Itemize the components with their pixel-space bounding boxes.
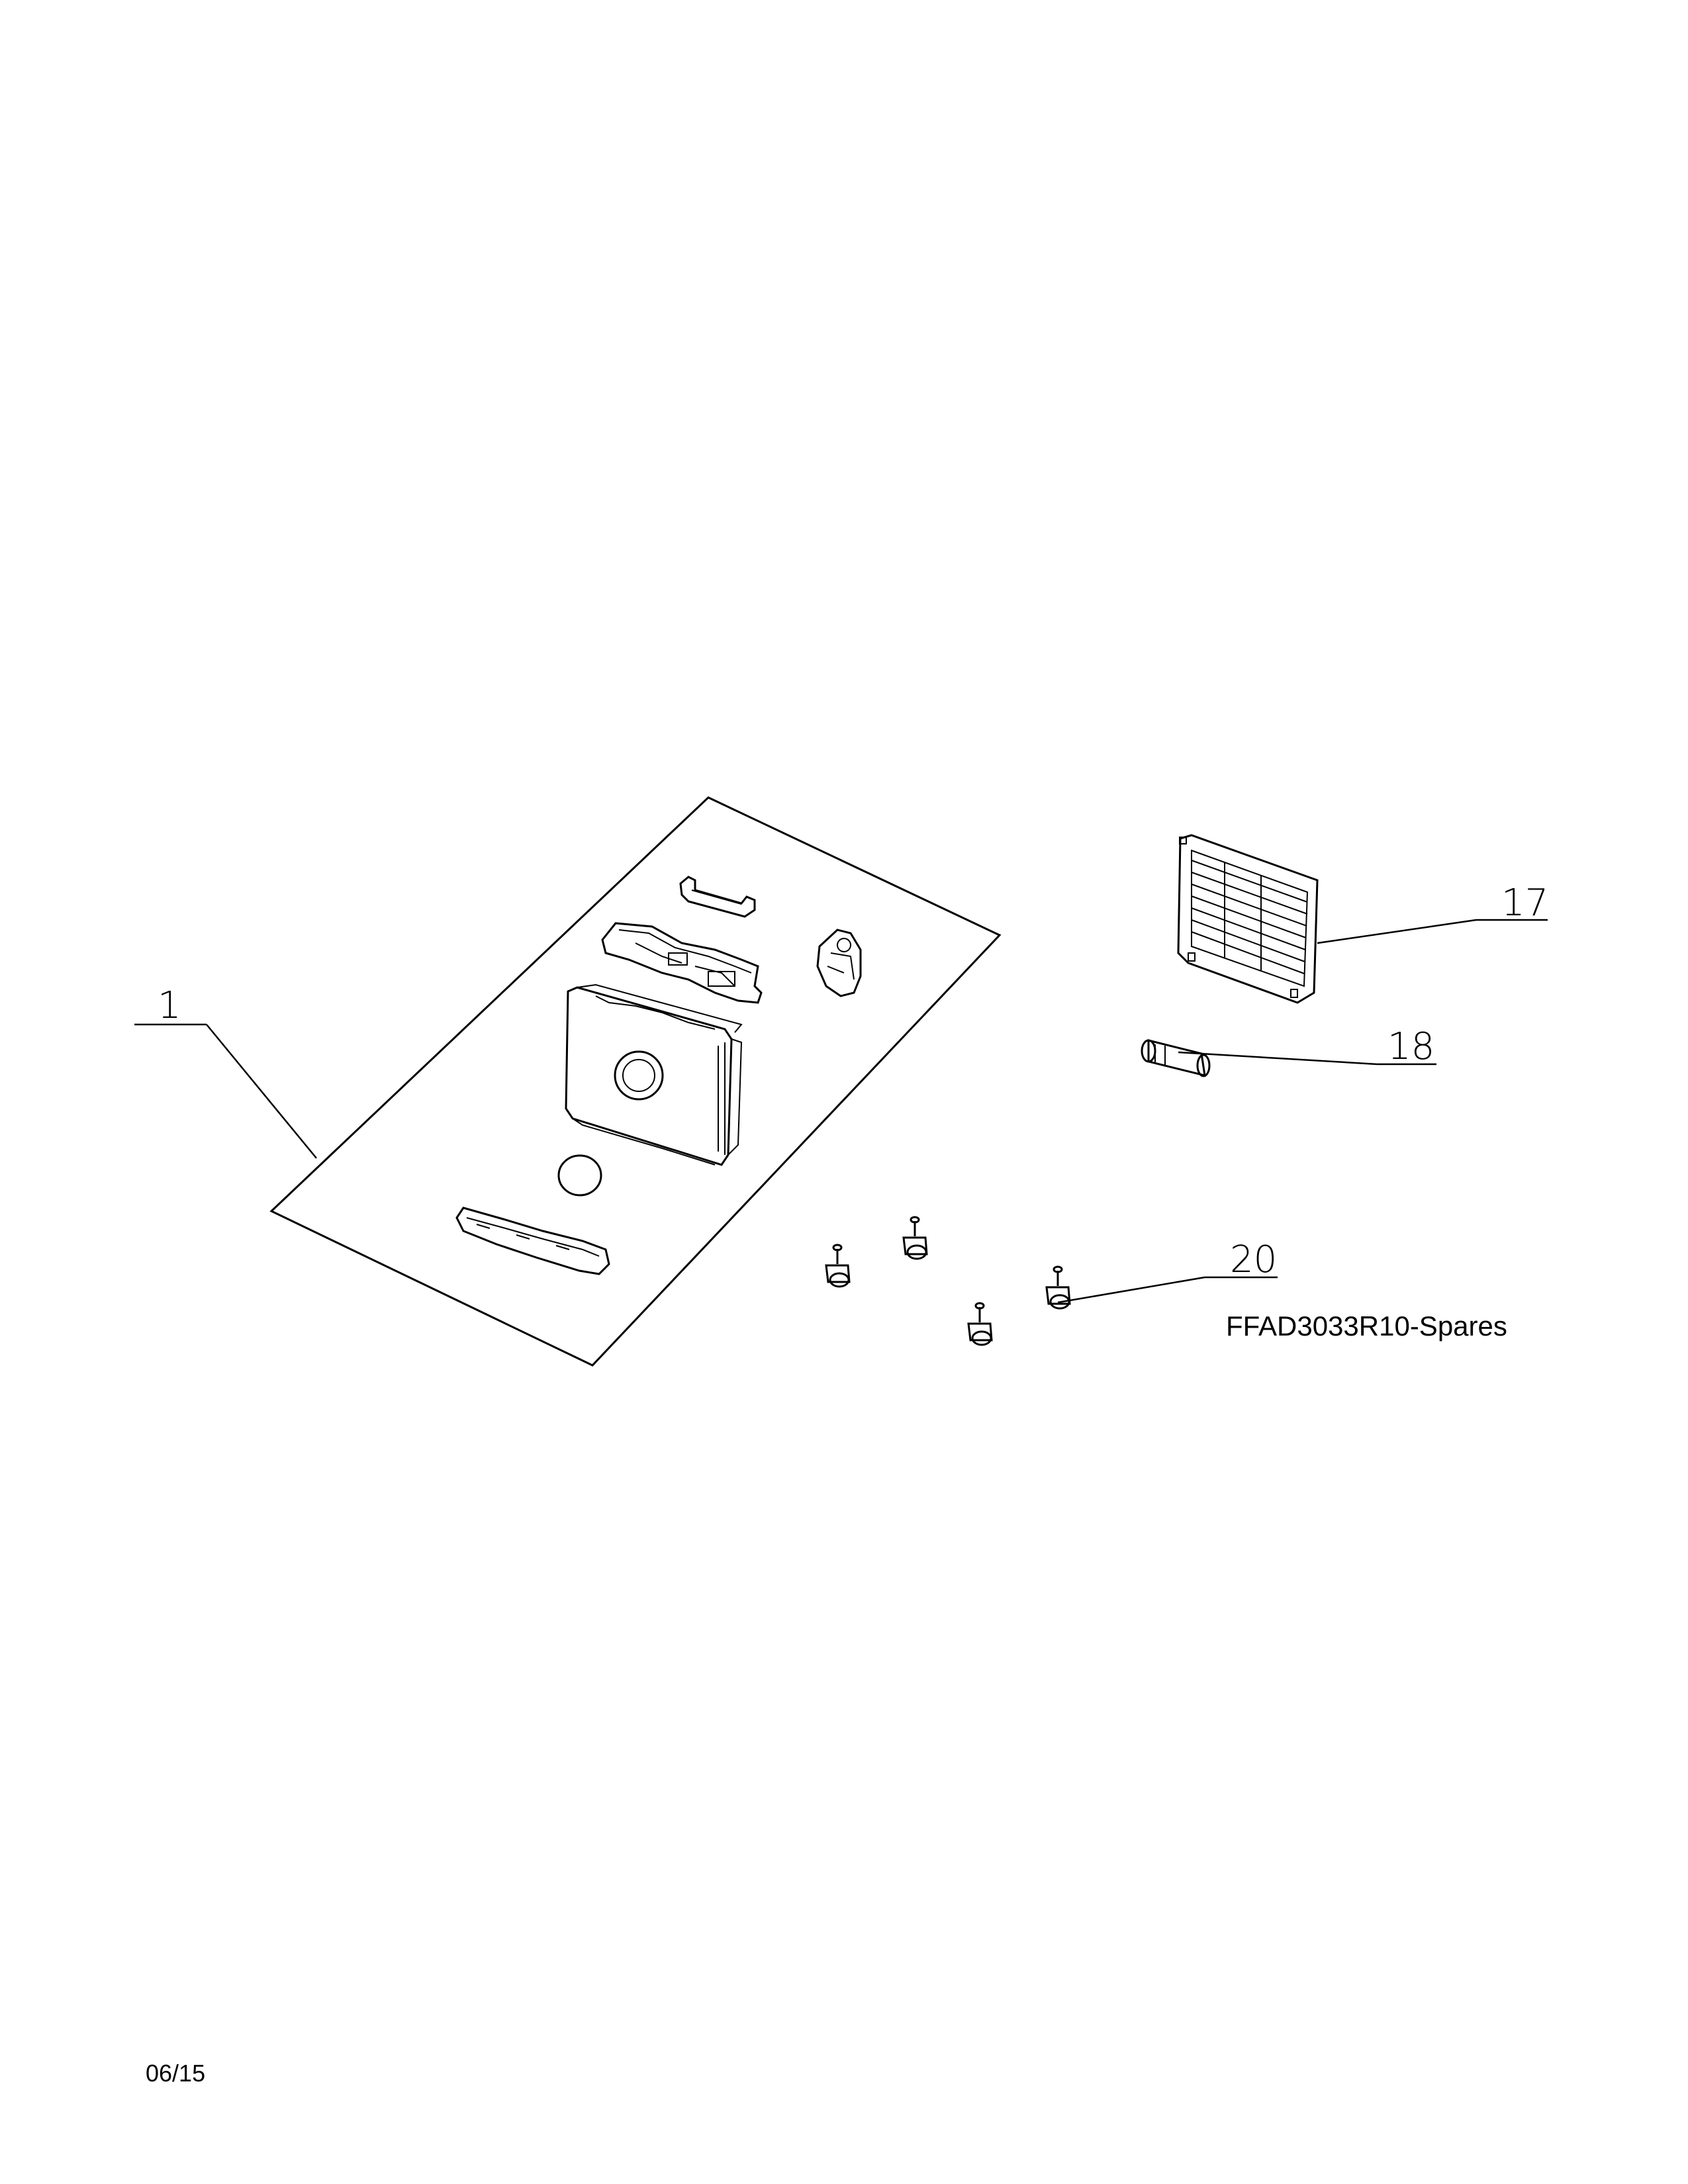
caster-wheel-1	[902, 1216, 928, 1260]
leader-line-17	[1317, 919, 1548, 944]
leader-line-18	[1178, 1051, 1436, 1066]
drain-plug-part	[1141, 1039, 1211, 1077]
caster-wheel-2	[825, 1244, 851, 1288]
handle-part	[679, 876, 756, 918]
caster-wheel-4	[1045, 1265, 1071, 1310]
leader-line-1	[134, 1023, 317, 1159]
bracket-part	[816, 929, 862, 997]
callout-20: 20	[1230, 1238, 1277, 1281]
caster-wheel-3	[967, 1302, 993, 1346]
front-panel-part	[565, 983, 743, 1166]
callout-1: 1	[158, 984, 181, 1027]
top-cover-part	[601, 922, 763, 1004]
grille-slats	[1191, 860, 1308, 974]
leader-line-20	[1057, 1276, 1278, 1304]
callout-18: 18	[1387, 1025, 1434, 1068]
revision-date: 06/15	[146, 2060, 206, 2087]
bottom-trim-part	[455, 1206, 610, 1275]
front-panel-kit-sheet	[269, 796, 1002, 1367]
air-filter-grille-part	[1177, 834, 1319, 1004]
model-spares-label: FFAD3033R10-Spares	[1226, 1310, 1507, 1342]
callout-17: 17	[1501, 882, 1548, 925]
knob-cap-part	[557, 1154, 602, 1197]
